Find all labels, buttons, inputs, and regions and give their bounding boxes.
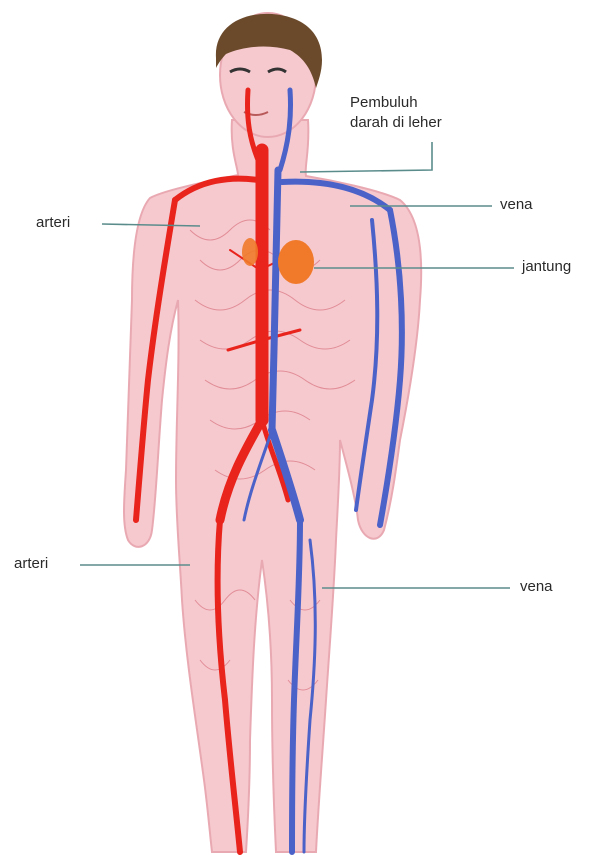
- label-vena-upper: vena: [500, 196, 533, 214]
- label-neck-vessels-line1: Pembuluh: [350, 94, 418, 112]
- label-neck-vessels-line2: darah di leher: [350, 114, 442, 132]
- heart-shape: [278, 240, 314, 284]
- label-jantung: jantung: [522, 258, 571, 276]
- label-arteri-lower: arteri: [14, 555, 48, 573]
- leader-neck-vessels: [300, 142, 432, 172]
- label-vena-lower: vena: [520, 578, 553, 596]
- label-arteri-upper: arteri: [36, 214, 70, 232]
- heart-atrium: [242, 238, 258, 266]
